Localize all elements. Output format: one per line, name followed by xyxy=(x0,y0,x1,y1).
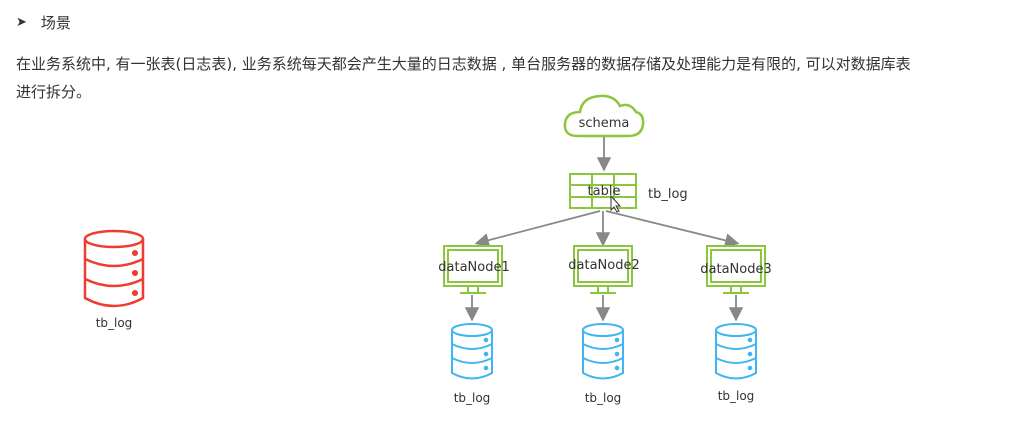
monitor-icon xyxy=(443,245,503,294)
heading-text: 场景 xyxy=(40,14,71,32)
data-node-1-label: dataNode1 xyxy=(438,260,509,275)
data-node-2: dataNode2 xyxy=(568,245,640,294)
database-icon xyxy=(715,323,757,380)
monitor-icon xyxy=(573,245,633,294)
arrow-table-to-node1 xyxy=(474,210,601,248)
database-icon xyxy=(83,229,145,308)
node-1-database: tb_log xyxy=(451,323,493,405)
arrowhead-bullet-icon: ➤ xyxy=(16,15,27,30)
node-3-db-label: tb_log xyxy=(718,389,755,403)
section-heading: ➤ 场景 xyxy=(16,12,71,33)
database-icon xyxy=(582,323,624,380)
database-icon xyxy=(451,323,493,380)
data-node-3-label: dataNode3 xyxy=(700,262,771,277)
node-2-database: tb_log xyxy=(582,323,624,405)
node-2-db-label: tb_log xyxy=(585,391,622,405)
node-3-database: tb_log xyxy=(715,323,757,403)
monitor-icon xyxy=(706,245,766,294)
standalone-db-label: tb_log xyxy=(96,316,133,330)
mouse-cursor-icon xyxy=(610,194,622,213)
table-label: table xyxy=(588,184,621,199)
cloud-icon xyxy=(563,94,645,138)
table-node: table tb_log xyxy=(569,173,688,213)
paragraph-line-1: 在业务系统中, 有一张表(日志表), 业务系统每天都会产生大量的日志数据 , 单… xyxy=(16,55,911,73)
standalone-database: tb_log xyxy=(83,229,145,330)
schema-node: schema xyxy=(563,94,645,138)
arrow-table-to-node3 xyxy=(605,210,740,248)
schema-label: schema xyxy=(579,116,630,131)
table-side-label: tb_log xyxy=(648,187,688,202)
description-paragraph: 在业务系统中, 有一张表(日志表), 业务系统每天都会产生大量的日志数据 , 单… xyxy=(16,50,1016,106)
data-node-3: dataNode3 xyxy=(700,245,772,294)
node-1-db-label: tb_log xyxy=(454,391,491,405)
paragraph-line-2: 进行拆分。 xyxy=(16,83,92,101)
data-node-1: dataNode1 xyxy=(438,245,510,294)
data-node-2-label: dataNode2 xyxy=(568,258,639,273)
